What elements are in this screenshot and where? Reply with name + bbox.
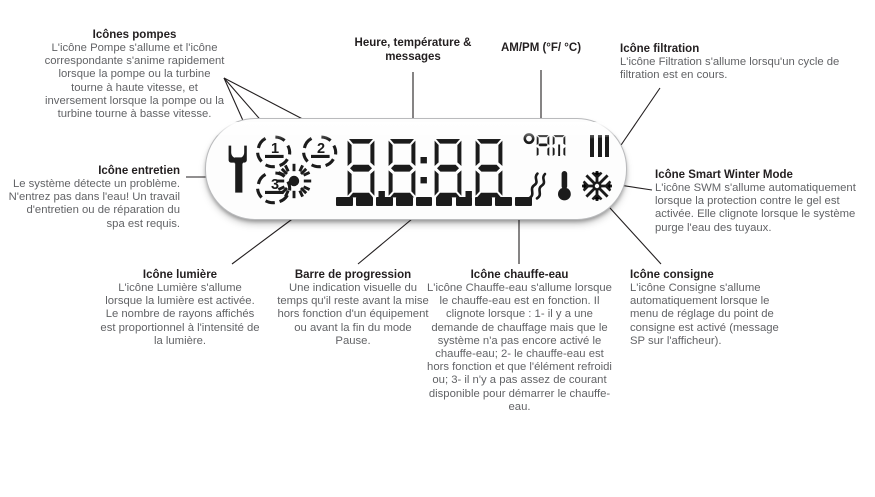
callout-light: Icône lumière L'icône Lumière s'allume l… [100, 268, 260, 348]
seven-segment-digits [347, 139, 503, 198]
callout-setpoint-body: L'icône Consigne s'allume automatiquemen… [630, 282, 779, 347]
callout-pumps: Icônes pompes L'icône Pompe s'allume et … [42, 28, 227, 121]
progress-segment [355, 197, 373, 206]
callout-ampm-title: AM/PM (°F/ °C) [500, 42, 582, 54]
callout-pumps-body: L'icône Pompe s'allume et l'icône corres… [44, 42, 225, 121]
lcd-digit-area [344, 128, 522, 210]
progress-bar [336, 197, 533, 209]
callout-pumps-title: Icônes pompes [92, 29, 177, 41]
lcd-left-icon-cluster: 1 2 [228, 129, 350, 209]
callout-time-title: Heure, température & messages [354, 37, 472, 63]
callout-time: Heure, température & messages [340, 36, 486, 64]
callout-filtration-body: L'icône Filtration s'allume lorsqu'un cy… [620, 56, 840, 82]
lcd-display: 1 2 [205, 118, 627, 220]
callout-filtration: Icône filtration L'icône Filtration s'al… [620, 42, 842, 82]
callout-progress-title: Barre de progression [294, 269, 412, 281]
callout-swm-body: L'icône SWM s'allume automatiquement lor… [655, 182, 856, 234]
callout-progress-body: Une indication visuelle du temps qu'il r… [277, 282, 429, 347]
degree-am-icon [523, 133, 566, 156]
progress-segment [495, 197, 513, 206]
filtration-bar [605, 135, 609, 157]
callout-swm-title: Icône Smart Winter Mode [655, 169, 793, 181]
progress-segment [336, 197, 353, 206]
callout-light-body: L'icône Lumière s'allume lorsque la lumi… [100, 282, 260, 347]
setpoint-thermometer-icon [558, 171, 571, 201]
heater-waves-icon [528, 172, 547, 200]
progress-segment [395, 197, 413, 206]
smart-winter-mode-snowflake-icon [582, 171, 612, 201]
progress-segment [455, 197, 473, 206]
callout-heater-title: Icône chauffe-eau [470, 269, 569, 281]
progress-segment [435, 197, 453, 206]
svg-text:1: 1 [271, 141, 279, 157]
callout-swm: Icône Smart Winter Mode L'icône SWM s'al… [655, 168, 869, 235]
ampm-filtration-row [523, 131, 609, 161]
callout-ampm: AM/PM (°F/ °C) [487, 41, 595, 55]
svg-text:2: 2 [317, 141, 325, 157]
callout-light-title: Icône lumière [142, 269, 218, 281]
filtration-bar [597, 135, 602, 157]
callout-heater: Icône chauffe-eau L'icône Chauffe-eau s'… [427, 268, 612, 414]
svg-text:3: 3 [271, 177, 279, 193]
callout-maintenance-body: Le système détecte un problème. N'entrez… [8, 178, 180, 230]
wrench-icon [228, 145, 250, 193]
progress-segment [375, 197, 393, 206]
filtration-icon [590, 135, 609, 157]
callout-maintenance-title: Icône entretien [98, 165, 180, 177]
progress-segment [415, 197, 433, 206]
filtration-bar [590, 135, 594, 157]
callout-maintenance: Icône entretien Le système détecte un pr… [8, 164, 180, 231]
callout-setpoint: Icône consigne L'icône Consigne s'allume… [630, 268, 796, 348]
callout-heater-body: L'icône Chauffe-eau s'allume lorsque le … [427, 282, 612, 413]
lcd-right-icon-cluster [523, 131, 620, 207]
status-icon-row [526, 167, 613, 205]
callout-setpoint-title: Icône consigne [630, 269, 714, 281]
progress-segment [475, 197, 493, 206]
progress-segment [515, 197, 533, 206]
light-sun-icon [276, 163, 312, 199]
callout-progress: Barre de progression Une indication visu… [277, 268, 429, 348]
callout-filtration-title: Icône filtration [620, 43, 700, 55]
